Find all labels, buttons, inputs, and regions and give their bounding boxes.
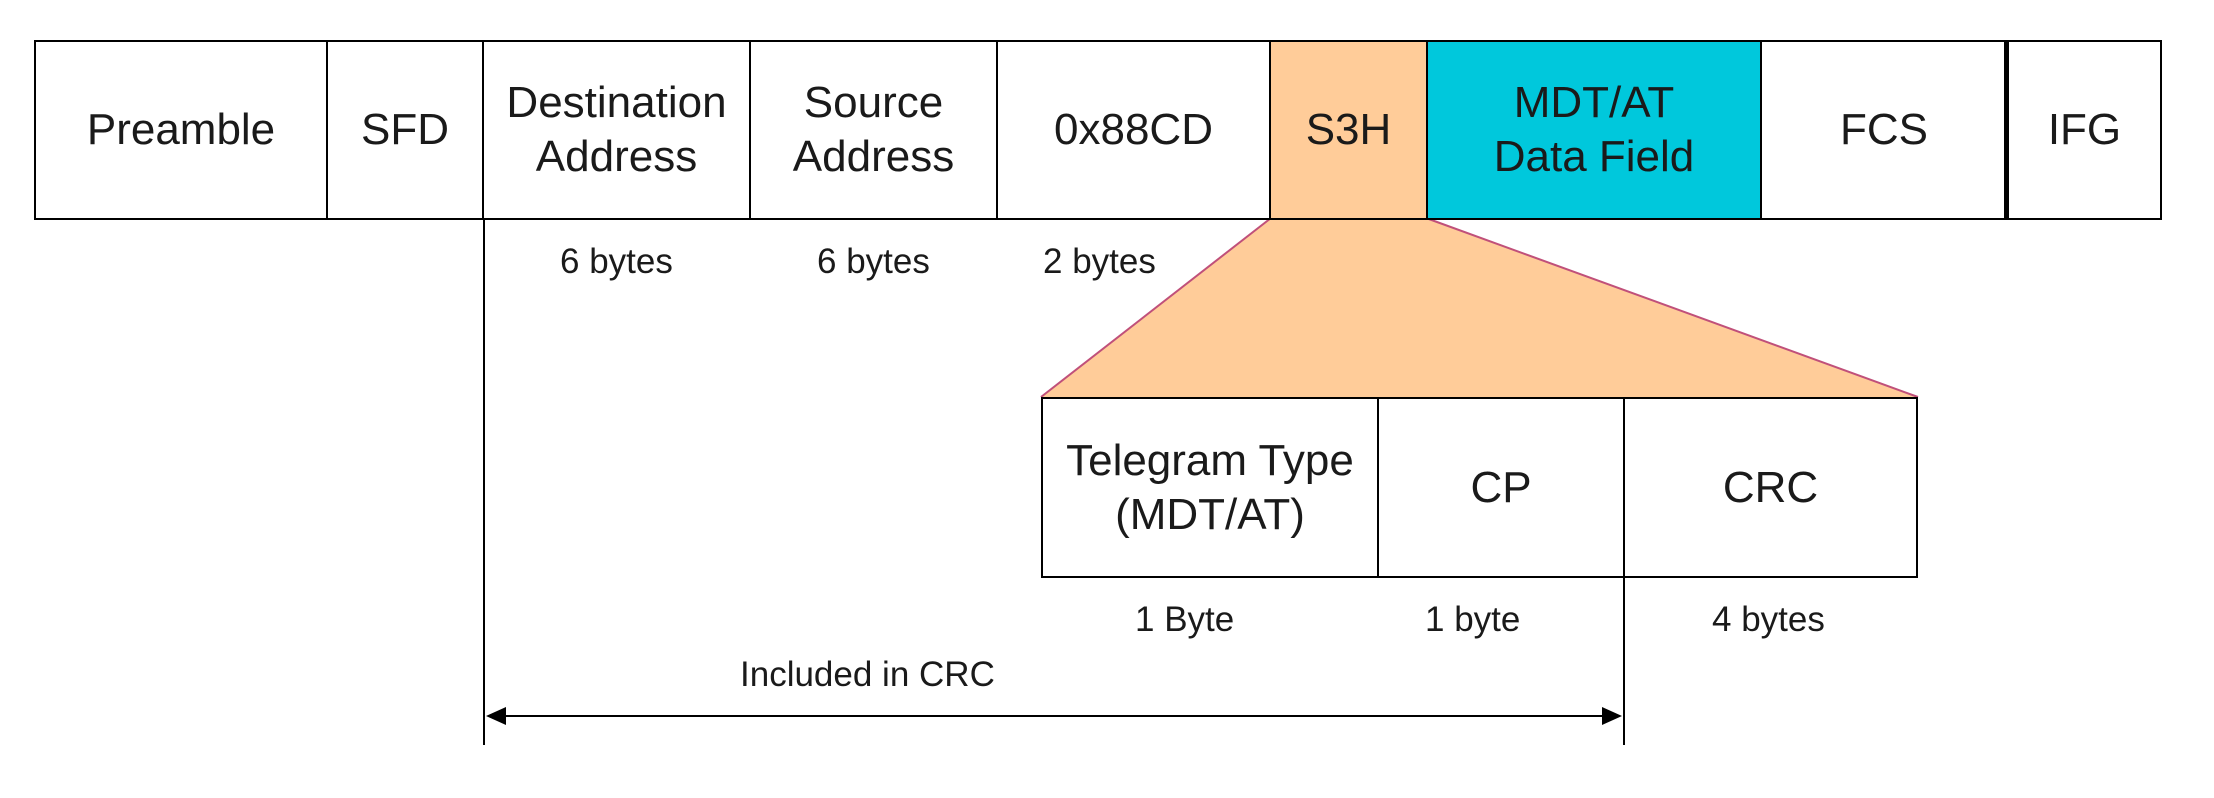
- field-label: Telegram Type (MDT/AT): [1066, 435, 1354, 539]
- size-crc: 4 bytes: [1712, 600, 1825, 639]
- field-label: Preamble: [86, 105, 276, 154]
- arrowhead-left: [486, 707, 506, 725]
- field-label: IFG: [2047, 105, 2122, 154]
- crc-span-label: Included in CRC: [740, 655, 995, 694]
- field-label: Destination Address: [506, 78, 727, 181]
- field-label: S3H: [1305, 105, 1392, 154]
- arrowhead-right: [1602, 707, 1622, 725]
- size-cp: 1 byte: [1425, 600, 1521, 639]
- zoom-fill: [1041, 218, 1918, 397]
- field-ethertype: 0x88CD: [996, 40, 1271, 220]
- header-telegram-type: Telegram Type (MDT/AT): [1041, 397, 1379, 578]
- zoom-edge-left: [1040, 217, 1272, 398]
- field-label: Source Address: [792, 78, 955, 181]
- field-mdt-at-data: MDT/AT Data Field: [1426, 40, 1762, 220]
- zoom-edge-right: [1425, 217, 1919, 398]
- size-telegram-type: 1 Byte: [1135, 600, 1235, 639]
- field-label: SFD: [361, 105, 449, 154]
- size-source-address: 6 bytes: [817, 242, 930, 281]
- field-label: CRC: [1722, 462, 1819, 512]
- field-label: MDT/AT Data Field: [1493, 78, 1695, 181]
- field-sfd: SFD: [326, 40, 484, 220]
- field-preamble: Preamble: [34, 40, 328, 220]
- field-ifg: IFG: [2004, 40, 2162, 220]
- field-label: CP: [1470, 462, 1532, 512]
- field-label: 0x88CD: [1054, 105, 1213, 154]
- field-source-address: Source Address: [749, 40, 998, 220]
- header-cp: CP: [1377, 397, 1625, 578]
- size-destination-address: 6 bytes: [560, 242, 673, 281]
- header-crc: CRC: [1623, 397, 1918, 578]
- field-s3h: S3H: [1269, 40, 1428, 220]
- field-label: FCS: [1840, 105, 1928, 154]
- size-ethertype: 2 bytes: [1043, 242, 1156, 281]
